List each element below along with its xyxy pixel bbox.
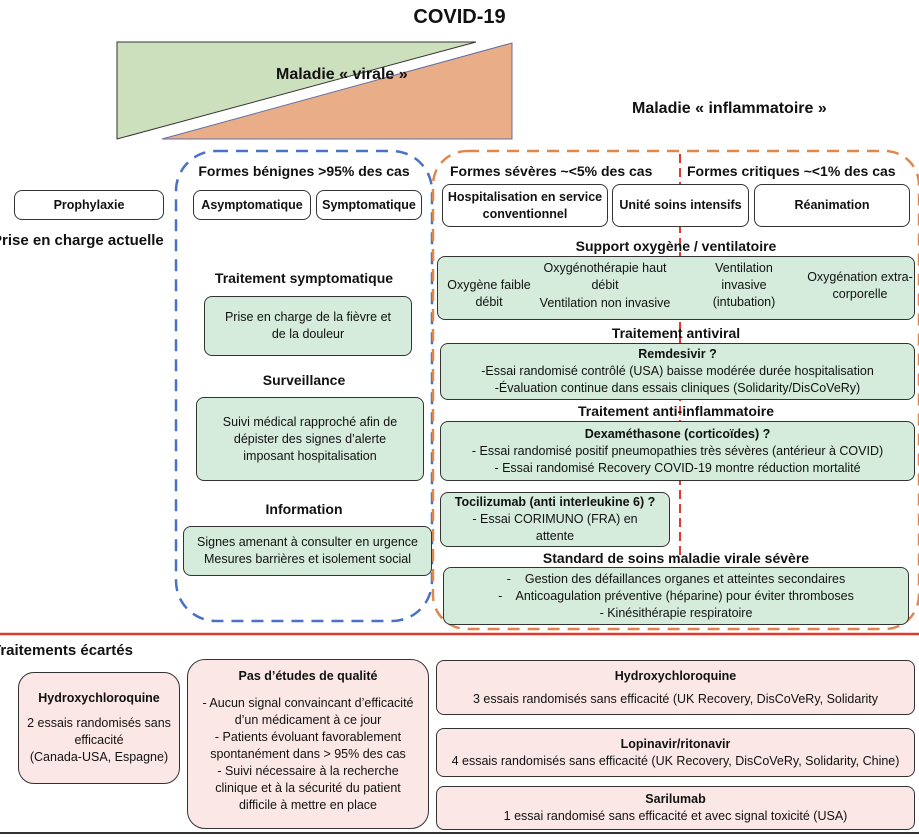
text-line: clinique et à la sécurité du patient xyxy=(215,781,401,795)
oxygen-high-flow: Oxygénothérapie haut débit xyxy=(543,261,667,292)
standard-care-box: - Gestion des défaillances organes et at… xyxy=(443,567,909,625)
anti-inflammatory-box: Dexaméthasone (corticoïdes) ? - Essai ra… xyxy=(440,421,915,481)
text-line: 4 essais randomisés sans efficacité (UK … xyxy=(451,753,900,768)
text-line: Mesures barrières et isolement social xyxy=(203,552,412,566)
surveillance-box: Suivi médical rapproché afin de dépister… xyxy=(196,397,424,481)
text-line: - Anticoagulation préventive (héparine) … xyxy=(498,588,854,603)
text-line: attente xyxy=(535,529,575,543)
antiviral-box: Remdesivir ? -Essai randomisé contrôlé (… xyxy=(440,343,915,400)
surveillance-title: Surveillance xyxy=(262,372,346,388)
text-line: Signes amenant à consulter en urgence xyxy=(197,535,418,549)
text-line: (Canada-USA, Espagne) xyxy=(29,750,169,764)
no-quality-studies-box: Pas d’études de qualité - Aucun signal c… xyxy=(187,659,429,829)
text-line: Suivi médical rapproché afin de xyxy=(222,414,398,429)
drug-name: Hydroxychloroquine xyxy=(614,668,737,683)
prophylaxie-box: Prophylaxie xyxy=(14,190,164,220)
asymptomatique-label: Asymptomatique xyxy=(201,197,303,212)
text-line: 2 essais randomisés sans xyxy=(27,716,171,730)
text-line: efficacité xyxy=(74,733,124,747)
critical-header: Formes critiques ~<1% des cas xyxy=(687,163,896,179)
drug-name: Tocilizumab (anti interleukine 6) ? xyxy=(454,495,656,509)
diagram-title: COVID-19 xyxy=(413,6,506,28)
text-line: Prise en charge de la fièvre et xyxy=(224,310,392,324)
information-box: Signes amenant à consulter en urgence Me… xyxy=(183,526,432,576)
text-line: - Essai CORIMUNO (FRA) en xyxy=(472,512,638,526)
text-line: 3 essais randomisés sans efficacité (UK … xyxy=(472,691,879,706)
prophylaxie-label: Prophylaxie xyxy=(53,197,125,212)
care-level-icu: Unité soins intensifs xyxy=(612,184,749,227)
text-line: d’un médicament à ce jour xyxy=(234,713,382,727)
text-line: - Essai randomisé positif pneumopathies … xyxy=(471,443,884,458)
text-line: 1 essai randomisé sans efficacité et ave… xyxy=(503,809,848,823)
care-level-label: Unité soins intensifs xyxy=(619,198,742,212)
text-line: -Essai randomisé contrôlé (USA) baisse m… xyxy=(481,364,874,378)
drug-name: Hydroxychloroquine xyxy=(38,691,160,705)
oxygen-low-flow: Oxygène faible débit xyxy=(447,278,531,309)
drug-name: Dexaméthasone (corticoïdes) ? xyxy=(584,426,771,441)
standard-care-title: Standard de soins maladie virale sévère xyxy=(542,550,810,566)
text-line: - Essai randomisé Recovery COVID-19 mont… xyxy=(494,460,861,475)
text-line: spontanément dans > 95% des cas xyxy=(210,747,406,761)
inflammatory-phase-label: Maladie « inflammatoire » xyxy=(632,100,827,117)
box-title: Pas d’études de qualité xyxy=(238,669,378,683)
viral-phase-label: Maladie « virale » xyxy=(276,66,408,83)
text-line: difficile à mettre en place xyxy=(238,798,378,812)
current-care-label: Prise en charge actuelle xyxy=(0,232,164,249)
care-level-label: Hospitalisation en service conventionnel xyxy=(447,189,603,221)
text-line: de la douleur xyxy=(271,327,345,341)
care-level-reanimation: Réanimation xyxy=(754,184,910,227)
rejected-title: Traitements écartés xyxy=(0,642,133,659)
invasive-ventilation: Ventilation invasive (intubation) xyxy=(712,261,776,309)
sarilumab-box: Sarilumab 1 essai randomisé sans efficac… xyxy=(436,786,915,830)
asymptomatique-box: Asymptomatique xyxy=(193,190,311,220)
symptomatique-box: Symptomatique xyxy=(316,190,422,220)
lopinavir-box: Lopinavir/ritonavir 4 essais randomisés … xyxy=(436,728,915,777)
symptomatic-treatment-box: Prise en charge de la fièvre et de la do… xyxy=(204,296,412,356)
anti-inflammatory-title: Traitement anti-inflammatoire xyxy=(577,403,775,419)
text-line: - Aucun signal convaincant d’efficacité xyxy=(202,696,414,710)
drug-name: Lopinavir/ritonavir xyxy=(620,736,731,751)
information-title: Information xyxy=(265,501,343,517)
inflammatory-triangle xyxy=(161,42,513,140)
severe-dashed-container xyxy=(431,149,919,631)
drug-name: Remdesivir ? xyxy=(638,347,717,361)
symptomatic-treatment-title: Traitement symptomatique xyxy=(214,270,394,286)
severe-header: Formes sévères ~<5% des cas xyxy=(450,163,653,179)
symptomatique-label: Symptomatique xyxy=(322,197,416,212)
non-invasive-ventilation: Ventilation non invasive xyxy=(539,296,671,310)
care-level-label: Réanimation xyxy=(794,198,870,212)
care-level-hospitalisation: Hospitalisation en service conventionnel xyxy=(442,184,608,227)
text-line: - Suivi nécessaire à la recherche xyxy=(217,764,399,778)
benign-header: Formes bénignes >95% des cas xyxy=(198,163,410,179)
hcq-left-box: Hydroxychloroquine 2 essais randomisés s… xyxy=(18,672,180,784)
tocilizumab-box: Tocilizumab (anti interleukine 6) ? - Es… xyxy=(440,492,670,547)
text-line: dépister des signes d’alerte xyxy=(233,431,387,446)
antiviral-title: Traitement antiviral xyxy=(611,325,741,341)
oxygen-support-title: Support oxygène / ventilatoire xyxy=(575,238,777,254)
ecmo: Oxygénation extra-corporelle xyxy=(807,270,913,301)
hcq-right-box: Hydroxychloroquine 3 essais randomisés s… xyxy=(436,660,915,715)
drug-name: Sarilumab xyxy=(645,792,706,806)
text-line: - Patients évoluant favorablement xyxy=(214,730,402,744)
text-line: - Gestion des défaillances organes et at… xyxy=(506,571,846,586)
text-line: -Évaluation continue dans essais cliniqu… xyxy=(494,381,861,395)
benign-dashed-container xyxy=(174,149,434,623)
oxygen-support-box: Oxygène faible débit Oxygénothérapie hau… xyxy=(437,256,915,320)
viral-triangle xyxy=(116,41,477,140)
text-line: imposant hospitalisation xyxy=(243,448,377,463)
text-line: - Kinésithérapie respiratoire xyxy=(599,605,753,620)
